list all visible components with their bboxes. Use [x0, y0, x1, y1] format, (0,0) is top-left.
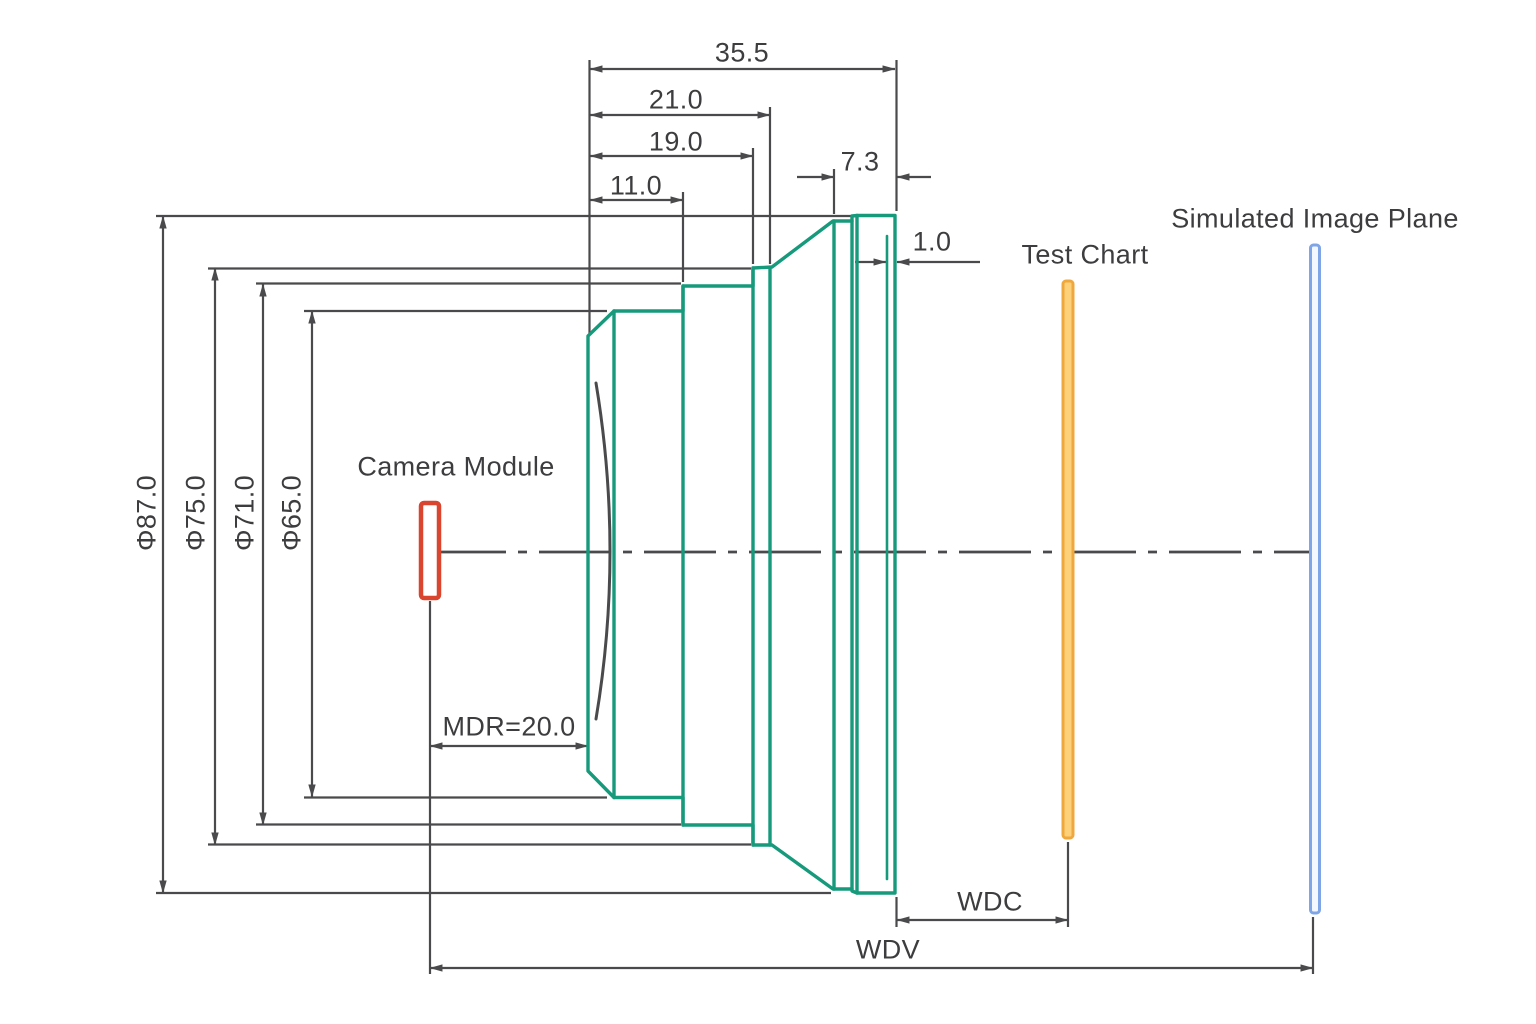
test-chart-bar	[1061, 279, 1075, 840]
dim-1-0-label: 1.0	[912, 226, 952, 257]
dia-71-label: Φ71.0	[229, 474, 260, 552]
dim-7-3-label: 7.3	[840, 146, 880, 177]
dim-21-0-label: 21.0	[648, 84, 704, 115]
dia-75-label: Φ75.0	[180, 474, 211, 552]
camera-module-marker	[418, 500, 442, 601]
dia-65-label: Φ65.0	[276, 474, 307, 552]
extension-lines	[156, 60, 1315, 974]
camera-module-label: Camera Module	[357, 451, 555, 482]
mdr-label: MDR=20.0	[442, 711, 576, 742]
lens-body-outline	[586, 213, 897, 895]
simulated-image-plane-label: Simulated Image Plane	[1171, 203, 1459, 234]
rear-element-surface	[594, 381, 612, 721]
wdc-label: WDC	[957, 886, 1023, 917]
dim-11-0-label: 11.0	[609, 170, 663, 201]
wdv-label: WDV	[855, 934, 921, 965]
dia-87-label: Φ87.0	[131, 474, 162, 552]
dim-19-0-label: 19.0	[648, 126, 704, 157]
dim-35-5-label: 35.5	[714, 37, 770, 68]
dimension-lines	[159, 65, 1314, 972]
image-plane-bar	[1309, 243, 1321, 915]
test-chart-label: Test Chart	[1021, 239, 1149, 270]
